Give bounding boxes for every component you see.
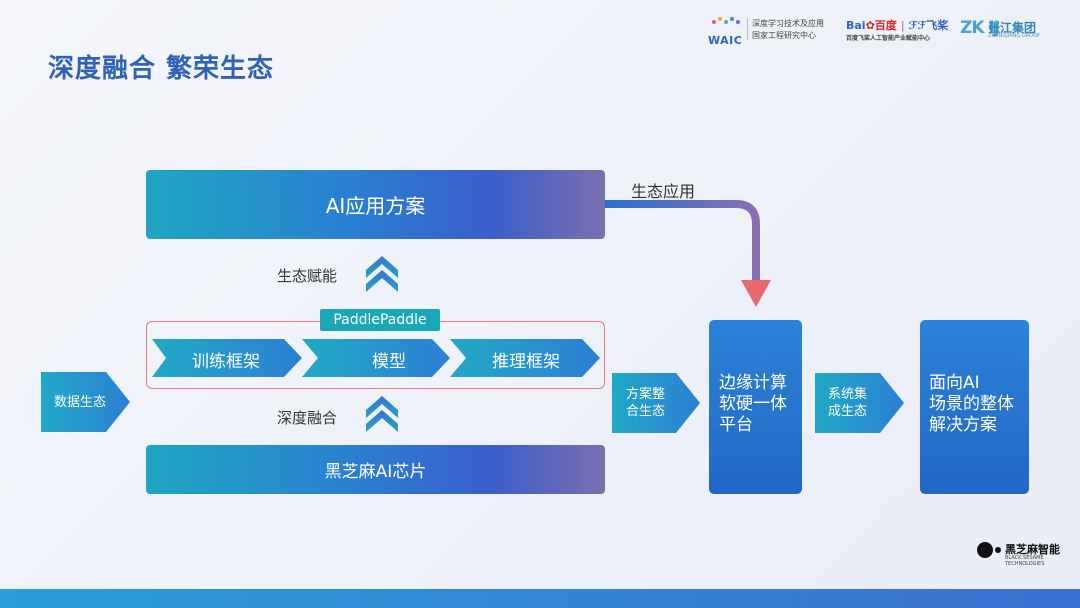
baidu-text: Bai: [846, 19, 866, 32]
edge-platform-box: 边缘计算 软硬一体 平台: [709, 320, 802, 494]
whole-solution-line2: 场景的整体: [929, 394, 1014, 414]
black-sesame-logo-icon: [977, 542, 1001, 558]
eng-center-line1: 深度学习技术及应用: [752, 19, 824, 28]
paw-icon: ✿: [865, 19, 875, 32]
edge-platform-line2: 软硬一体: [719, 394, 787, 414]
system-integration-line1: 系统集: [828, 387, 868, 402]
feijiang-icon: ℱℱ: [908, 19, 927, 32]
whole-solution-box: 面向AI 场景的整体 解决方案: [920, 320, 1029, 494]
edge-platform-line1: 边缘计算: [719, 373, 787, 393]
chevron-up-icon-2: [366, 396, 398, 432]
solution-integration-arrow: [612, 373, 700, 433]
zj-logo-mark: ZK IJ: [960, 18, 1000, 38]
ai-app-label: AI应用方案: [325, 194, 426, 218]
paddle-tag: PaddlePaddle: [320, 309, 440, 331]
waic-logo: WAIC: [708, 14, 744, 47]
eco-empower-label: 生态赋能: [277, 267, 338, 285]
ai-app-box: AI应用方案: [146, 170, 605, 239]
eng-center-line2: 国家工程研究中心: [752, 31, 816, 40]
system-integration-line2: 成生态: [828, 404, 868, 419]
eco-app-label: 生态应用: [631, 182, 696, 201]
edge-platform-label: 边缘计算 软硬一体 平台: [719, 373, 787, 436]
brand-sub: BLACK SESAME TECHNOLOGIES: [1005, 555, 1044, 567]
page-title: 深度融合 繁荣生态: [48, 54, 275, 84]
system-integration-arrow: [815, 373, 904, 433]
chip-box: 黑芝麻AI芯片: [146, 445, 605, 494]
step-arrow-train: [152, 339, 302, 377]
eco-app-connector: [604, 200, 760, 282]
brand-sub-line2: TECHNOLOGIES: [1005, 561, 1045, 567]
waic-icon: [712, 17, 740, 24]
edge-platform-line3: 平台: [719, 415, 753, 435]
zj-name: 张江集团: [988, 21, 1037, 35]
bottom-bar: [0, 589, 1080, 608]
chip-label: 黑芝麻AI芯片: [324, 462, 427, 482]
step-label-infer: 推理框架: [492, 352, 560, 372]
solution-integration-label: 方案整 合生态: [626, 386, 665, 420]
waic-text: WAIC: [708, 34, 743, 47]
step-label-train: 训练框架: [192, 352, 260, 372]
logo-divider: [747, 18, 748, 40]
baidu-logo: Bai✿百度 | ℱℱ飞桨: [846, 19, 949, 32]
baidu-sub: 百度飞桨人工智能产业赋能中心: [846, 35, 931, 42]
eco-app-arrowhead: [741, 280, 771, 307]
brand-name: 黑芝麻智能: [1005, 543, 1060, 556]
feijiang-text: 飞桨: [926, 19, 949, 32]
whole-solution-line3: 解决方案: [929, 415, 997, 435]
solution-integration-line1: 方案整: [626, 387, 666, 402]
system-integration-label: 系统集 成生态: [828, 386, 867, 420]
chevron-up-icon: [366, 256, 398, 292]
step-arrow-infer: [450, 339, 600, 377]
whole-solution-label: 面向AI 场景的整体 解决方案: [929, 373, 1014, 436]
step-arrow-model: [302, 339, 450, 377]
data-eco-label: 数据生态: [54, 395, 107, 410]
baidu-text2: 百度: [874, 19, 897, 32]
solution-integration-line2: 合生态: [626, 404, 666, 419]
step-label-model: 模型: [372, 352, 406, 372]
deep-fusion-label: 深度融合: [277, 409, 338, 427]
data-eco-arrow: [41, 372, 130, 432]
brand-sub-line1: BLACK SESAME: [1005, 555, 1044, 561]
zj-sub: ZHANGJIANG GROUP: [988, 33, 1040, 39]
whole-solution-line1: 面向AI: [929, 373, 980, 393]
